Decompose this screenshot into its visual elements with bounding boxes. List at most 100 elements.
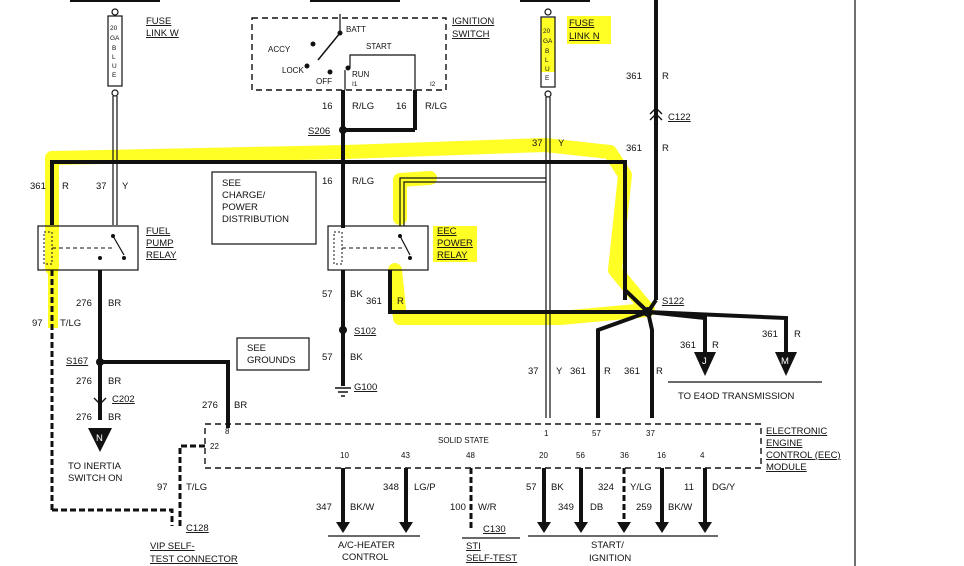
fuse-link-w: 20 GA B L U E FUSE LINK W xyxy=(107,8,179,97)
s206-label: S206 xyxy=(308,126,330,137)
sti-line-2: SELF-TEST xyxy=(466,553,517,564)
eec-title-2: ENGINE xyxy=(766,438,802,449)
ign-accy-contact xyxy=(310,41,316,47)
w11-color: DG/Y xyxy=(712,482,736,493)
w57-a-color: BK xyxy=(350,289,363,300)
eec-pin-57: 57 xyxy=(592,429,601,438)
start-line-1: START/ xyxy=(591,540,624,551)
eec-relay-switch xyxy=(399,235,411,256)
fuse-n-bottom-terminal xyxy=(544,90,552,98)
w97-left-gauge: 97 xyxy=(32,318,43,329)
ign-batt-label: BATT xyxy=(346,25,366,34)
eec-pin-43: 43 xyxy=(401,451,410,460)
ign-off-contact xyxy=(327,69,333,75)
fuse-w-top-terminal xyxy=(111,8,119,16)
w16-mid-gauge: 16 xyxy=(322,176,333,187)
w276-d-gauge: 276 xyxy=(202,400,218,411)
w361-low1-color: R xyxy=(604,366,611,377)
w324-gauge: 324 xyxy=(598,482,614,493)
arrow-259 xyxy=(655,522,669,533)
wire-97-tlg-bottom xyxy=(52,508,174,526)
eec-relay-title-3: RELAY xyxy=(437,250,468,261)
w361-m-color: R xyxy=(794,329,801,340)
fuse-n-spec-4: U xyxy=(545,66,550,73)
fuse-w-body xyxy=(107,15,123,87)
eec-pin-48: 48 xyxy=(466,451,475,460)
c130-label: C130 xyxy=(483,524,506,535)
arrow-324 xyxy=(617,522,631,533)
w276-b-gauge: 276 xyxy=(76,376,92,387)
ign-start-label: START xyxy=(366,42,392,51)
charge-line-4: DISTRIBUTION xyxy=(222,214,289,225)
w37-top-gauge: 37 xyxy=(532,138,543,149)
charge-line-3: POWER xyxy=(222,202,258,213)
w259-gauge: 259 xyxy=(636,502,652,513)
eec-solid-state: SOLID STATE xyxy=(438,436,489,445)
wire-37-y-to-eec-relay-b xyxy=(403,181,546,226)
w97-bottom-gauge: 97 xyxy=(157,482,168,493)
fuse-w-spec-0: 20 xyxy=(110,25,118,32)
w347-color: BK/W xyxy=(350,502,374,513)
w276-c-color: BR xyxy=(108,412,121,423)
wire-361-r-relay-out xyxy=(388,270,648,314)
eec-pin-56: 56 xyxy=(576,451,585,460)
ign-title-1: IGNITION xyxy=(452,16,494,27)
arrow-n-label: N xyxy=(96,433,103,444)
arrow-57 xyxy=(537,522,551,533)
fuse-n-top-terminal xyxy=(544,8,552,16)
w100-color: W/R xyxy=(478,502,497,513)
sti-line-1: STI xyxy=(466,541,481,552)
arrow-m-label: M xyxy=(781,356,789,367)
w349-color: DB xyxy=(590,502,603,513)
w361-j-gauge: 361 xyxy=(680,340,696,351)
fuse-w-spec-4: U xyxy=(112,63,117,70)
eec-pin-10: 10 xyxy=(340,451,349,460)
w259-color: BK/W xyxy=(668,502,692,513)
w37-low-gauge: 37 xyxy=(528,366,539,377)
w276-a-gauge: 276 xyxy=(76,298,92,309)
eec-pin-16: 16 xyxy=(657,451,666,460)
fuse-n-spec-0: 20 xyxy=(543,28,551,35)
w361-low1-gauge: 361 xyxy=(570,366,586,377)
w361-mid-color: R xyxy=(662,143,669,154)
w57-a-gauge: 57 xyxy=(322,289,333,300)
w37-top-color: Y xyxy=(558,138,565,149)
w97-bottom-color: T/LG xyxy=(186,482,207,493)
eec-relay-contact-2 xyxy=(408,256,412,260)
w361-top-gauge: 361 xyxy=(626,71,642,82)
ign-off-label: OFF xyxy=(316,77,332,86)
highlight-fuse-n xyxy=(541,18,555,72)
start-line-2: IGNITION xyxy=(589,553,631,564)
fuel-relay-title-2: PUMP xyxy=(146,238,173,249)
w57-c-gauge: 57 xyxy=(526,482,537,493)
arrow-m xyxy=(775,352,797,376)
eec-pin-20: 20 xyxy=(539,451,548,460)
arrow-349 xyxy=(574,522,588,533)
fuse-w-title-1: FUSE xyxy=(146,16,171,27)
fuse-n-spec-5: E xyxy=(545,75,550,82)
fuel-relay-contact-3 xyxy=(98,256,102,260)
ign-accy-label: ACCY xyxy=(268,45,291,54)
inertia-line-1: TO INERTIA xyxy=(68,461,122,472)
w276-d-color: BR xyxy=(234,400,247,411)
fuse-n-body xyxy=(540,16,556,88)
w37-left-color: Y xyxy=(122,181,129,192)
w361-low2-color: R xyxy=(656,366,663,377)
charge-line-1: SEE xyxy=(222,178,241,189)
grounds-line-2: GROUNDS xyxy=(247,355,296,366)
c122-label: C122 xyxy=(668,112,691,123)
w347-gauge: 347 xyxy=(316,502,332,513)
arrow-11 xyxy=(698,522,712,533)
w57-c-color: BK xyxy=(551,482,564,493)
w276-b-color: BR xyxy=(108,376,121,387)
w57-b-gauge: 57 xyxy=(322,352,333,363)
arrow-n xyxy=(88,428,112,452)
w349-gauge: 349 xyxy=(558,502,574,513)
eec-relay-box xyxy=(327,225,429,271)
eec-pin-1: 1 xyxy=(544,429,549,438)
wire-37-y-to-eec-relay-a xyxy=(399,177,546,226)
highlight-eec-relay-label xyxy=(433,226,477,262)
ign-title-2: SWITCH xyxy=(452,29,490,40)
fuse-w-title-2: LINK W xyxy=(146,28,179,39)
ign-lock-contact xyxy=(304,63,310,69)
